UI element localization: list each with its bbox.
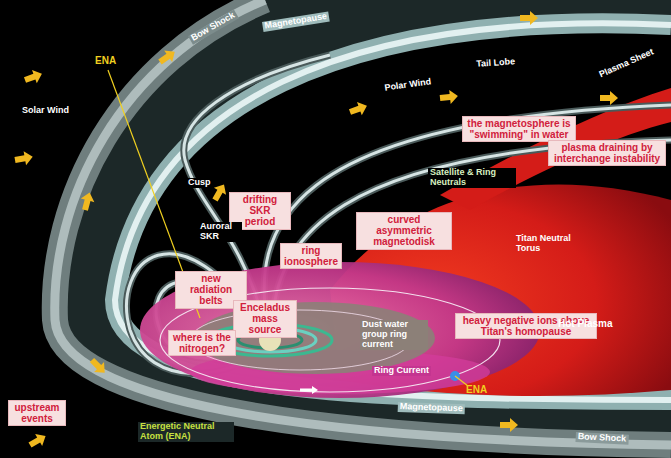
region-label: Ring Current bbox=[372, 366, 431, 376]
magnetopause-band bbox=[115, 23, 671, 400]
field-lines bbox=[127, 55, 671, 374]
callout-box: the magnetosphere is "swimming" in water bbox=[462, 116, 576, 142]
callout-text: ring ionosphere bbox=[284, 245, 338, 267]
callout-box: curved asymmetric magnetodisk bbox=[356, 212, 452, 250]
region-label: ENA bbox=[93, 55, 118, 66]
callout-text: plasma draining by interchange instabili… bbox=[552, 142, 662, 164]
magnetosphere-interior bbox=[115, 23, 671, 400]
region-label: Auroral SKR bbox=[198, 222, 242, 242]
magnetopause-highlight bbox=[115, 23, 671, 400]
callout-box: ring ionosphere bbox=[280, 243, 342, 269]
callout-text: upstream events bbox=[12, 402, 62, 424]
callout-box: upstream events bbox=[8, 400, 66, 426]
bow-shock-highlight bbox=[55, 0, 671, 445]
ring-current-arrows bbox=[300, 386, 318, 394]
region-label: Energetic Neutral Atom (ENA) bbox=[138, 422, 234, 442]
region-label: ENA bbox=[464, 384, 489, 395]
region-label: Satellite & Ring Neutrals bbox=[428, 168, 516, 188]
region-label: Solar Wind bbox=[20, 106, 71, 116]
magnetosheath bbox=[55, 0, 671, 445]
callout-box: Enceladus mass source bbox=[233, 300, 297, 338]
region-label: Cusp bbox=[186, 178, 213, 188]
bow-shock-band bbox=[55, 0, 671, 445]
region-label: Dust water group ring current bbox=[360, 320, 428, 350]
region-label: Titan Neutral Torus bbox=[514, 234, 582, 254]
callout-text: curved asymmetric magnetodisk bbox=[360, 214, 448, 248]
callout-text: where is the nitrogen? bbox=[172, 332, 232, 354]
callout-text: the magnetosphere is "swimming" in water bbox=[466, 118, 572, 140]
callout-box: where is the nitrogen? bbox=[168, 330, 236, 356]
callout-text: Enceladus mass source bbox=[237, 302, 293, 336]
callout-box: plasma draining by interchange instabili… bbox=[548, 140, 666, 166]
flow-arrows bbox=[14, 11, 618, 451]
region-label: Hot Plasma bbox=[556, 318, 614, 329]
